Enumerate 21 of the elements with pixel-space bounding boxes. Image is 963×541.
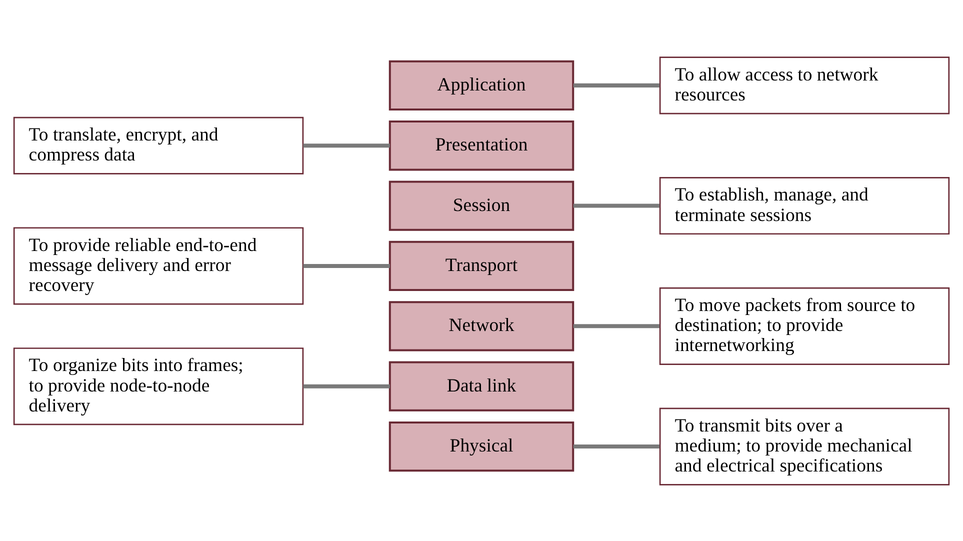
node-box: To establish, manage, and terminate sessions [659,176,950,234]
node-box: To move packets from source to destination; to provide internetworking [659,286,950,364]
node-box: Transport [388,240,574,291]
node-box: Session [388,180,574,230]
node-box: To provide reliable end-to-end message delivery and error recovery [13,226,304,304]
node-box: Network [388,300,574,351]
connector [573,444,660,448]
node-box: Presentation [388,120,574,170]
node-box: Physical [388,420,574,472]
connector [303,384,390,388]
connector [303,263,390,268]
node-box: To translate, encrypt, and compress data [13,116,304,174]
node-box: Application [388,60,574,110]
connector [303,143,390,148]
node-box: To organize bits into frames; to provide node-to-node delivery [13,347,304,425]
connector [573,203,660,208]
connector [573,82,660,87]
node-box: To transmit bits over a medium; to provide mechanical and electrical specifications [659,407,950,485]
connector [573,324,660,328]
node-box: To allow access to network resources [659,56,950,114]
node-box: Data link [388,360,574,411]
